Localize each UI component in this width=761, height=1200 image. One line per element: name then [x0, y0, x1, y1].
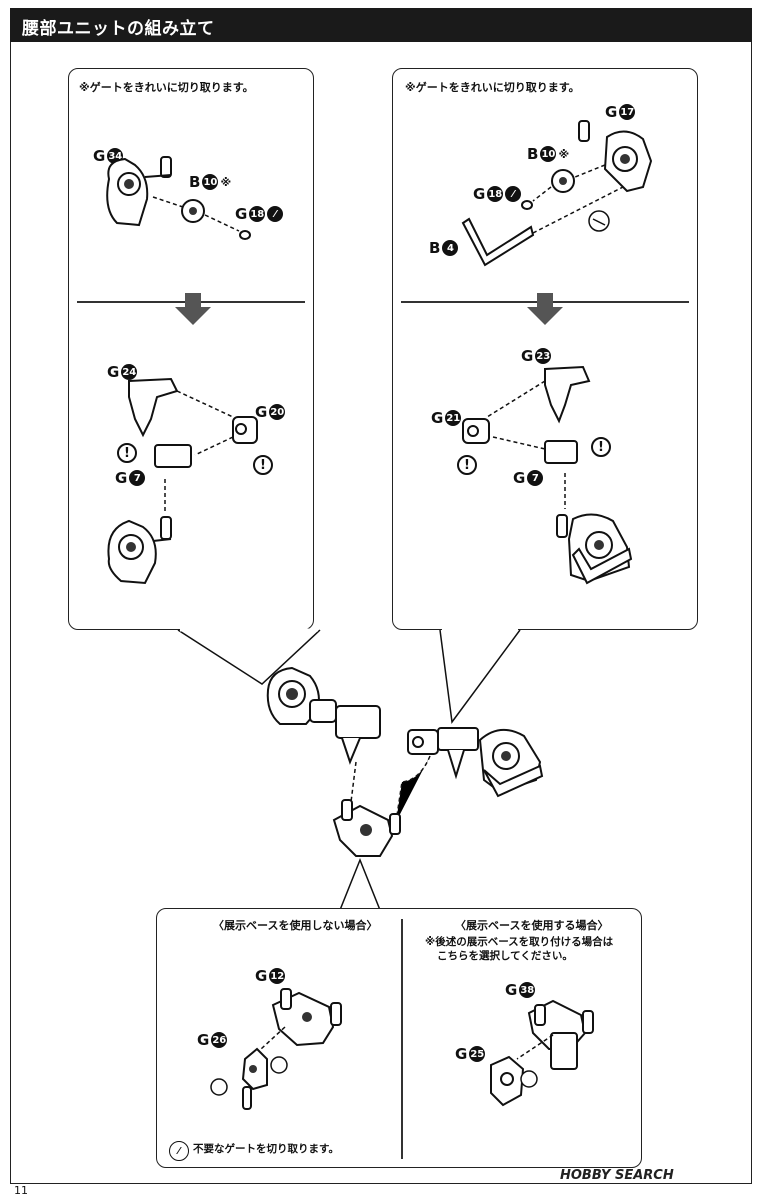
down-arrow-icon — [175, 293, 211, 325]
part-number-24: 24 — [121, 364, 138, 380]
parts-illustration-step1 — [461, 120, 653, 267]
part-number-10: 10 — [540, 146, 557, 162]
panel-bottom: 〈展示ベースを使用しない場合〉 〈展示ベースを使用する場合〉 ※後述の展示ベース… — [156, 908, 642, 1168]
left-option-heading: 〈展示ベースを使用しない場合〉 — [213, 919, 378, 932]
page-number: 11 — [14, 1184, 28, 1197]
part-number-7: 7 — [527, 470, 544, 486]
part-number-17: 17 — [619, 104, 636, 120]
down-arrow-icon — [527, 293, 563, 325]
parts-illustration-step2 — [462, 365, 633, 585]
part-number-25: 25 — [469, 1046, 486, 1062]
cut-icon: ⁄ — [169, 1141, 189, 1161]
parts-illustration-step1 — [106, 156, 251, 240]
part-number-12: 12 — [269, 968, 286, 984]
part-number-26: 26 — [211, 1032, 228, 1048]
warning-icon: ! — [117, 443, 137, 463]
title-bar: 腰部ユニットの組み立て — [10, 8, 752, 42]
parts-illustration-step2 — [107, 377, 258, 585]
cut-icon: ⁄ — [505, 186, 522, 202]
gate-note: ※ゲートをきれいに切り取ります。 — [79, 81, 254, 94]
part-number-18: 18 — [487, 186, 504, 202]
page-title: 腰部ユニットの組み立て — [22, 19, 215, 39]
watermark-logo: HOBBY SEARCH — [560, 1168, 674, 1183]
part-number-4: 4 — [442, 240, 459, 256]
right-option-note-line1: ※後述の展示ベースを取り付ける場合は — [425, 936, 614, 948]
warning-icon: ! — [591, 437, 611, 457]
part-number-10: 10 — [202, 174, 219, 190]
right-option-heading: 〈展示ベースを使用する場合〉 — [455, 919, 609, 932]
right-option-note-line2: こちらを選択してください。 — [437, 950, 573, 962]
part-number-21: 21 — [445, 410, 462, 426]
part-number-23: 23 — [535, 348, 552, 364]
gate-cut-note: 不要なゲートを切り取ります。 — [193, 1143, 339, 1155]
option-divider — [401, 919, 403, 1159]
warning-icon: ! — [457, 455, 477, 475]
base-option-illustrations — [210, 988, 594, 1110]
part-number-18: 18 — [249, 206, 266, 222]
part-number-20: 20 — [269, 404, 286, 420]
cut-icon: ⁄ — [267, 206, 284, 222]
warning-icon: ! — [253, 455, 273, 475]
part-number-7: 7 — [129, 470, 146, 486]
part-number-38: 38 — [519, 982, 536, 998]
gate-note: ※ゲートをきれいに切り取ります。 — [405, 81, 580, 94]
